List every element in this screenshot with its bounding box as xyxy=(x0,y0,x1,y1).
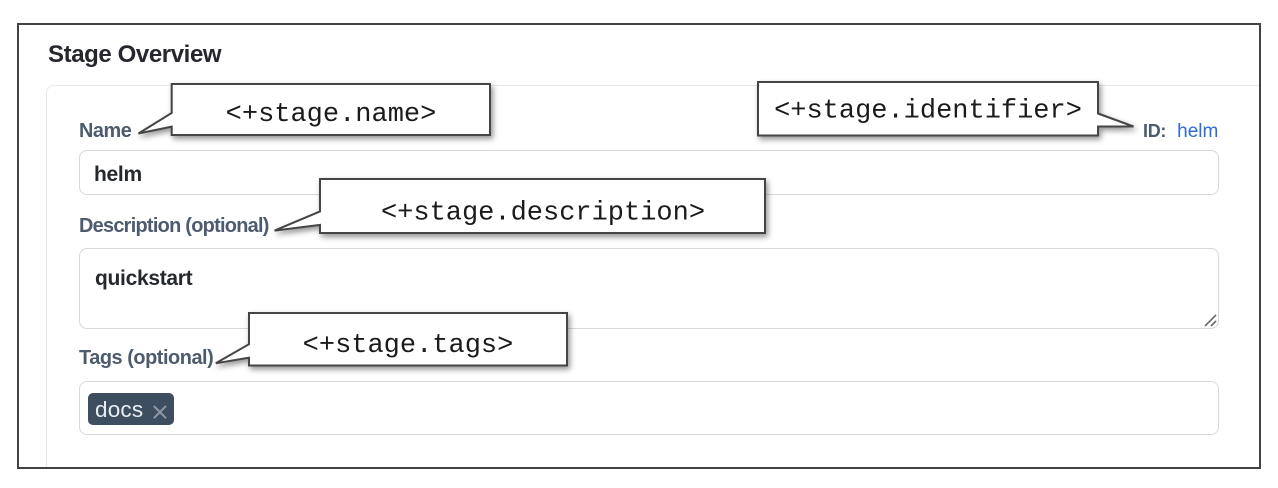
svg-text:<+stage.tags>: <+stage.tags> xyxy=(303,331,514,361)
svg-text:<+stage.identifier>: <+stage.identifier> xyxy=(774,97,1082,127)
svg-text:<+stage.description>: <+stage.description> xyxy=(381,199,705,229)
svg-text:<+stage.name>: <+stage.name> xyxy=(226,100,437,130)
